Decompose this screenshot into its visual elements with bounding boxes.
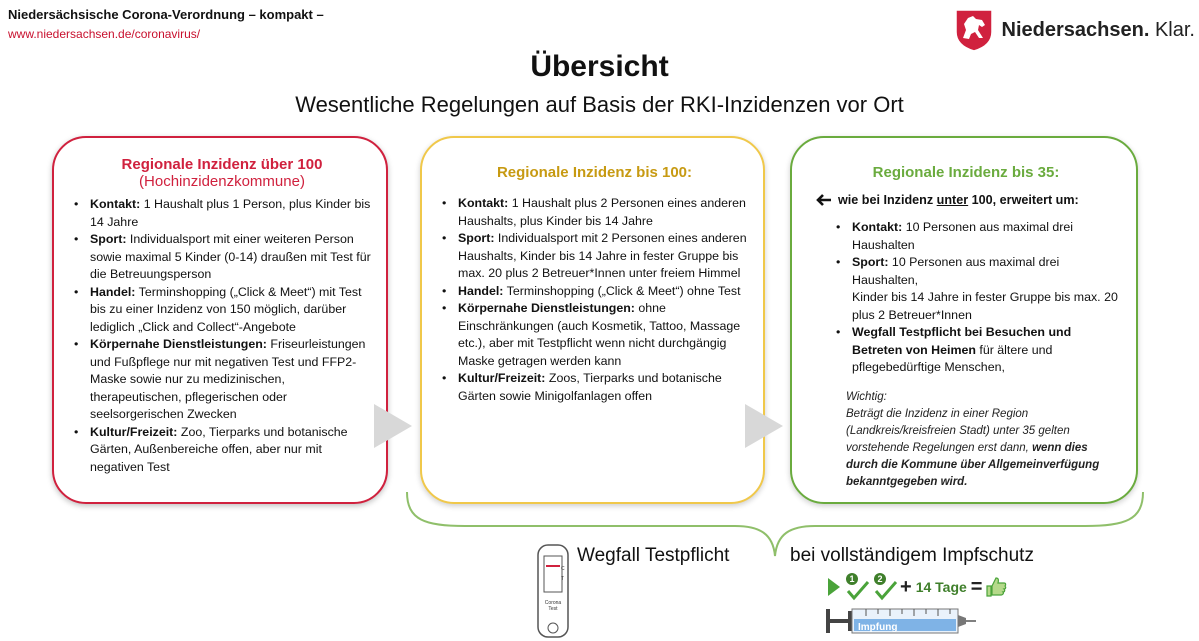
- brand-suffix: Klar.: [1154, 18, 1195, 41]
- rule-text: 1 Haushalt plus 1 Person, plus Kinder bi…: [90, 197, 371, 229]
- rule-item: Körpernahe Dienstleistungen: ohne Einsch…: [440, 300, 749, 370]
- rule-item: Wegfall Testpflicht bei Besuchen und Bet…: [834, 324, 1122, 377]
- rule-text: Individualsport mit einer weiteren Perso…: [90, 232, 371, 281]
- dose-check-icon: 2: [874, 573, 898, 601]
- rule-text: ohne Einschränkungen (auch Kosmetik, Tat…: [458, 301, 741, 368]
- rule-item: Körpernahe Dienstleistungen: Friseurleis…: [72, 336, 372, 424]
- card-title: Regionale Inzidenz bis 100:: [496, 164, 693, 181]
- green-lead-under: unter: [936, 193, 969, 207]
- test-label-line2: Test: [548, 606, 558, 612]
- green-lead-pre: wie bei Inzidenz: [838, 193, 937, 207]
- impfung-label: Impfung: [858, 622, 897, 633]
- dose-2-number: 2: [877, 574, 882, 584]
- page-subtitle: Wesentliche Regelungen auf Basis der RKI…: [295, 92, 904, 117]
- rule-text: 10 Personen aus maximal drei Haushalten,…: [852, 255, 1118, 322]
- rules-list: Kontakt: 10 Personen aus maximal drei Ha…: [834, 219, 1122, 377]
- rule-label: Handel:: [90, 284, 136, 299]
- corona-test-kit-icon: C T Corona Test: [537, 544, 569, 638]
- brand-name: Niedersachsen.: [1001, 18, 1150, 41]
- rule-item: Kontakt: 10 Personen aus maximal drei Ha…: [834, 219, 1122, 254]
- rule-text: Terminshopping („Click & Meet“) ohne Tes…: [503, 283, 741, 298]
- syringe-icon: Impfung: [826, 608, 976, 634]
- rule-label: Kontakt:: [852, 220, 903, 234]
- rules-list: Kontakt: 1 Haushalt plus 1 Person, plus …: [72, 196, 372, 476]
- waiting-days-label: 14 Tage: [915, 579, 967, 595]
- rule-item: Kontakt: 1 Haushalt plus 1 Person, plus …: [72, 196, 372, 231]
- niedersachsen-horse-crest-icon: [954, 9, 993, 52]
- important-note: Wichtig: Beträgt die Inzidenz in einer R…: [846, 389, 1122, 491]
- rule-label: Sport:: [458, 231, 495, 245]
- equals-sign: =: [970, 575, 983, 598]
- rule-text: Terminshopping („Click & Meet“) mit Test…: [90, 284, 362, 334]
- rules-list: Kontakt: 1 Haushalt plus 2 Personen eine…: [440, 195, 749, 405]
- dose-1-number: 1: [849, 574, 854, 584]
- test-c-label: C: [561, 566, 565, 572]
- green-lead: wie bei Inzidenz unter 100, erweitert um…: [816, 193, 1122, 207]
- chevron-right-icon: [745, 404, 783, 448]
- rule-label: Körpernahe Dienstleistungen:: [458, 301, 635, 315]
- card-title: Regionale Inzidenz bis 35:: [872, 164, 1060, 181]
- plus-sign: +: [900, 575, 912, 598]
- rule-label: Sport:: [852, 255, 889, 269]
- rule-label: Kontakt:: [90, 197, 141, 211]
- rule-label: Sport:: [90, 232, 127, 246]
- rule-item: Sport: Individualsport mit einer weitere…: [72, 231, 372, 284]
- rule-label: Kultur/Freizeit:: [90, 424, 178, 439]
- rule-label: Körpernahe Dienstleistungen:: [90, 337, 267, 351]
- rule-label: Kultur/Freizeit:: [458, 371, 546, 385]
- rule-item: Kontakt: 1 Haushalt plus 2 Personen eine…: [440, 195, 749, 230]
- vaccination-formula: 1 2 + 14 Tage =: [826, 572, 1008, 602]
- header-title: Niedersächsische Corona-Verordnung – kom…: [8, 7, 324, 22]
- green-lead-post: 100, erweitert um:: [968, 193, 1079, 207]
- page-title: Übersicht: [530, 50, 669, 83]
- incidence-up-to-100-card: Regionale Inzidenz bis 100: Kontakt: 1 H…: [420, 136, 765, 504]
- thumbs-up-icon: [986, 577, 1007, 597]
- rule-text: 10 Personen aus maximal drei Haushalten: [852, 220, 1074, 252]
- wegfall-testpflicht-label: Wegfall Testpflicht: [577, 545, 730, 566]
- rule-text: Zoos, Tierparks und botanische Gärten so…: [458, 371, 722, 403]
- curly-brace: [406, 491, 1144, 557]
- rule-label: Kontakt:: [458, 196, 509, 210]
- rule-item: Handel: Terminshopping („Click & Meet“) …: [440, 283, 749, 301]
- rule-label: Wegfall Testpflicht bei Besuchen und Bet…: [852, 325, 1072, 357]
- card-subtitle: (Hochinzidenzkommune): [139, 173, 305, 190]
- incidence-up-to-35-card: Regionale Inzidenz bis 35: wie bei Inzid…: [790, 136, 1138, 504]
- test-t-label: T: [561, 576, 564, 582]
- rule-text: 1 Haushalt plus 2 Personen eines anderen…: [458, 196, 746, 228]
- rule-item: Kultur/Freizeit: Zoo, Tierparks und bota…: [72, 424, 372, 477]
- incidence-over-100-card: Regionale Inzidenz über 100 (Hochinziden…: [52, 136, 388, 504]
- play-icon: [828, 578, 840, 596]
- rule-item: Kultur/Freizeit: Zoos, Tierparks und bot…: [440, 370, 749, 405]
- niedersachsen-brand: Niedersachsen. Klar.: [954, 8, 1195, 52]
- note-text: Beträgt die Inzidenz in einer Region (La…: [846, 407, 1070, 454]
- chevron-right-icon: [374, 404, 412, 448]
- rule-text: Zoo, Tierparks und botanische Gärten, Au…: [90, 424, 348, 474]
- arrow-left-icon: [816, 194, 831, 206]
- rule-label: Handel:: [458, 283, 504, 298]
- test-label-line1: Corona: [545, 600, 562, 606]
- card-title: Regionale Inzidenz über 100: [121, 156, 323, 173]
- note-title: Wichtig:: [846, 390, 887, 403]
- rule-text: für ältere und pflegebedürftige Menschen…: [852, 342, 1053, 375]
- rule-item: Sport: Individualsport mit 2 Personen ei…: [440, 230, 749, 283]
- rule-item: Sport: 10 Personen aus maximal drei Haus…: [834, 254, 1122, 324]
- impfschutz-label: bei vollständigem Impfschutz: [790, 545, 1034, 566]
- corona-website-link[interactable]: www.niedersachsen.de/coronavirus/: [8, 27, 201, 41]
- rule-text: Friseurleistungen und Fußpflege nur mit …: [90, 337, 366, 421]
- rule-item: Handel: Terminshopping („Click & Meet“) …: [72, 284, 372, 337]
- rule-text: Individualsport mit 2 Personen eines and…: [458, 231, 747, 280]
- note-bold: wenn dies durch die Kommune über Allgeme…: [846, 441, 1100, 488]
- dose-check-icon: 1: [846, 573, 870, 601]
